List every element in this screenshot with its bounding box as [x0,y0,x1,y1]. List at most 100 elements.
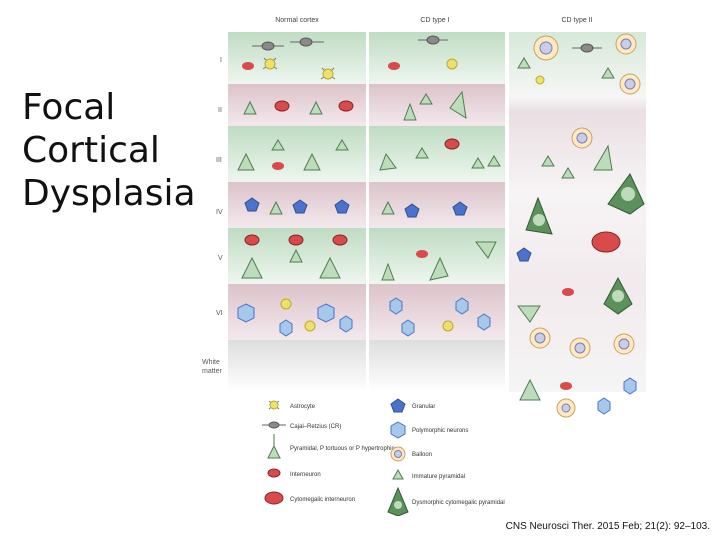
cajal-retzius-cell [290,37,324,47]
immature-pyramidal-icon [392,468,404,480]
interneuron-cell [388,62,400,70]
pyramidal-cell [381,200,395,215]
layer-label-6: VI [216,310,223,317]
pyramidal-cell [271,139,285,151]
legend-label-pyramidal: Pyramidal, P tortuous or P hypertrophic [290,446,395,452]
pyramidal-cell [415,147,429,159]
column-header-cd-type-2: CD type II [561,17,592,24]
pyramidal-cell [379,152,397,171]
layer-label-3: III [216,157,222,164]
normal-cortex-cells [237,37,354,337]
granular-cell [404,203,420,218]
pyramidal-cell [593,144,613,171]
interneuron-cell [242,62,254,70]
legend-label-pyramidal-line: Pyramidal, P tortuous or P hypertrophic [290,446,395,452]
interneuron-cell [416,250,428,258]
astrocyte-cell [320,67,336,80]
balloon-cell [571,127,593,149]
cytomegalic-interneuron-cell [591,231,621,253]
balloon-cell [615,33,637,55]
polymorphic-cell [455,297,469,315]
legend-label-dysmorphic-pyramidal: Dysmorphic cytomegalic pyramidal [412,500,505,506]
immature-pyramidal-cell [601,67,615,79]
granular-cell [516,247,532,262]
immature-pyramidal-cell [541,155,555,167]
title-line-1: Focal [22,87,116,128]
pyramidal-cell [429,256,449,281]
title-line-3: Dysplasia [22,173,196,215]
pyramidal-cell [449,90,467,120]
legend-label-astrocyte: Astrocyte [290,404,316,410]
granular-cell [292,199,308,214]
polymorphic-cell [623,377,637,395]
granular-cell [334,199,350,214]
legend-label-cajal-retzius: Cajal–Retzius (CR) [290,424,341,430]
cd-type-1-cells [379,35,501,337]
astrocyte-cell [446,58,458,70]
column-header-normal: Normal cortex [275,17,319,24]
pyramidal-cell [471,157,485,169]
polymorphic-cell [237,303,255,323]
column-header-cd-type-1: CD type I [420,17,449,24]
polymorphic-cell [317,303,335,323]
pyramidal-cell [303,152,321,171]
layer-label-1: I [220,57,222,64]
dysmorphic-pyramidal-icon [387,486,409,517]
pyramidal-cell [517,305,541,323]
granular-cell [452,201,468,216]
balloon-cell [533,35,559,61]
polymorphic-cell [339,315,353,333]
dysmorphic-pyramidal-cell [607,173,645,215]
legend-label-cytomegalic-interneuron: Cytomegalic interneuron [290,497,355,503]
balloon-cell [613,333,635,355]
pyramidal-cell [475,241,497,259]
balloon-icon [390,446,406,462]
pyramidal-cell [269,200,283,215]
astrocyte-cell [535,75,545,85]
dysmorphic-pyramidal-cell [525,196,553,235]
figure-canvas: Normal cortex CD type I CD type II I II … [202,17,646,517]
pyramidal-icon [267,434,281,459]
cajal-retzius-cell [252,41,284,51]
legend: Astrocyte Cajal–Retzius (CR) Pyramidal, … [262,398,505,517]
cajal-retzius-cell [572,43,602,53]
balloon-cell [529,327,551,349]
pyramidal-cell [335,139,349,151]
pyramidal-cell [319,256,341,279]
astrocyte-cell [262,57,278,70]
polymorphic-cell [597,397,611,415]
pyramidal-cell [243,100,257,115]
granular-cell [244,197,260,212]
interneuron-cell [288,234,304,246]
cortical-dysplasia-figure: Normal cortex CD type I CD type II I II … [200,8,655,517]
immature-pyramidal-cell [517,57,531,69]
cd-type-2-cells [516,33,645,418]
layer-label-5: V [218,255,223,262]
legend-label-immature-pyramidal: Immature pyramidal [412,474,465,480]
polymorphic-icon [390,421,406,439]
interneuron-cell [560,382,572,390]
astrocyte-cell [304,320,316,332]
legend-label-interneuron: Interneuron [290,472,321,478]
interneuron-cell [332,234,348,246]
polymorphic-cell [389,297,403,315]
balloon-cell [569,337,591,359]
polymorphic-cell [477,313,491,331]
slide-title: Focal Cortical Dysplasia [22,86,212,216]
interneuron-cell [272,162,284,170]
interneuron-cell [274,100,290,112]
interneuron-cell [338,100,354,112]
legend-label-balloon: Balloon [412,452,432,458]
pyramidal-cell [403,102,417,121]
layer-label-4: IV [216,209,223,216]
cd-type-1-column [369,32,505,392]
legend-label-polymorphic: Polymorphic neurons [412,428,468,434]
polymorphic-cell [279,319,293,337]
astrocyte-icon [268,400,280,410]
interneuron-icon [267,468,281,478]
immature-pyramidal-cell [561,167,575,179]
dysmorphic-pyramidal-cell [603,276,633,315]
astrocyte-cell [280,298,292,310]
pyramidal-cell [487,155,501,167]
